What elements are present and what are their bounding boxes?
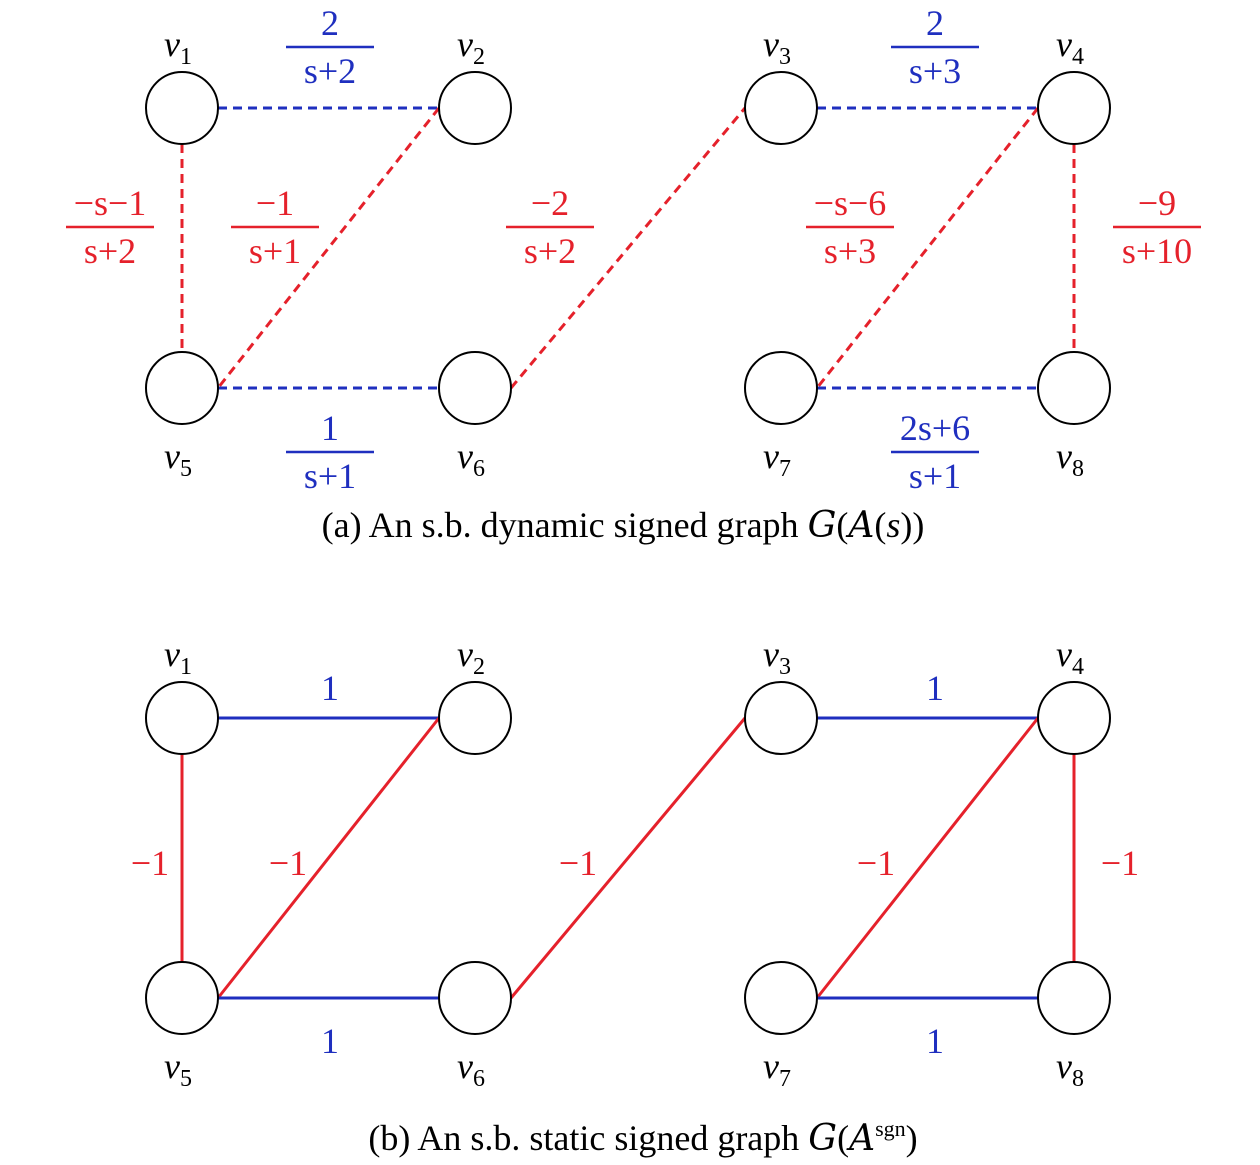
vertex-label-v4: v4 <box>1056 634 1084 680</box>
edge-weight-denominator: s+2 <box>304 51 356 91</box>
edge-weight-numerator: −1 <box>256 183 294 223</box>
vertex-label-v1: v1 <box>164 634 192 680</box>
edge-label-v6-v3: −2s+2 <box>506 183 594 271</box>
edge-weight-numerator: 2s+6 <box>900 408 970 448</box>
node-v1 <box>145 681 219 755</box>
edge-weight: 1 <box>926 668 944 708</box>
edge-weight: 1 <box>321 668 339 708</box>
node-v8 <box>1037 961 1111 1035</box>
edge-label-v7-v8: 1 <box>926 1021 944 1061</box>
edge-label-v1-v2: 1 <box>321 668 339 708</box>
edge-weight-numerator: 2 <box>321 3 339 43</box>
node-v7 <box>744 961 818 1035</box>
edge-weight-denominator: s+1 <box>249 231 301 271</box>
edge-v6-v3 <box>509 107 747 389</box>
vertex-label-v1: v1 <box>164 24 192 70</box>
edge-weight: −1 <box>1101 843 1139 883</box>
edge-label-v6-v3: −1 <box>559 843 597 883</box>
edge-weight: −1 <box>857 843 895 883</box>
edge-v4-v7 <box>815 717 1040 999</box>
edge-weight-denominator: s+3 <box>909 51 961 91</box>
edge-weight: −1 <box>131 843 169 883</box>
panel-b-static-graph: 1 −1 −1 1 −1 1 −1 −1 1 v1 v2 v3 v4 v5 v6 v7 v8 <box>131 634 1139 1092</box>
edge-weight-numerator: −2 <box>531 183 569 223</box>
edge-v2-v5 <box>216 717 441 999</box>
edge-label-v4-v7: −s−6 s+3 <box>806 183 894 271</box>
edge-label-v1-v2: 2s+2 <box>286 3 374 91</box>
vertex-label-v2: v2 <box>457 24 485 70</box>
vertex-label-v3: v3 <box>763 24 791 70</box>
edge-weight-numerator: 2 <box>926 3 944 43</box>
node-v1 <box>145 71 219 145</box>
node-v8 <box>1037 351 1111 425</box>
edge-weight-denominator: s+1 <box>304 456 356 496</box>
vertex-label-v7: v7 <box>763 1046 791 1092</box>
edge-label-v2-v5: −1s+1 <box>231 183 319 271</box>
edge-label-v5-v6: 1s+1 <box>286 408 374 496</box>
edge-weight-denominator: s+10 <box>1122 231 1192 271</box>
edge-label-v5-v6: 1 <box>321 1021 339 1061</box>
vertex-label-v5: v5 <box>164 1046 192 1092</box>
vertex-label-v2: v2 <box>457 634 485 680</box>
edge-label-v7-v8: 2s+6 s+1 <box>891 408 979 496</box>
edge-weight-numerator: −9 <box>1138 183 1176 223</box>
edge-weight-denominator: s+2 <box>524 231 576 271</box>
edge-weight-denominator: s+3 <box>824 231 876 271</box>
node-v6 <box>438 351 512 425</box>
edge-v6-v3 <box>509 717 747 999</box>
node-v5 <box>145 351 219 425</box>
edge-label-v1-v5: −1 <box>131 843 169 883</box>
edge-weight: 1 <box>926 1021 944 1061</box>
edge-label-v4-v8: −1 <box>1101 843 1139 883</box>
edge-label-v1-v5: −s−1 s+2 <box>66 183 154 271</box>
caption-b: (b) An s.b. static signed graph G(Asgn) <box>368 1116 917 1159</box>
node-v4 <box>1037 71 1111 145</box>
node-v7 <box>744 351 818 425</box>
edge-weight: 1 <box>321 1021 339 1061</box>
vertex-label-v8: v8 <box>1056 1046 1084 1092</box>
node-v4 <box>1037 681 1111 755</box>
edge-weight: −1 <box>559 843 597 883</box>
edge-weight-denominator: s+2 <box>84 231 136 271</box>
edge-label-v3-v4: 2s+3 <box>891 3 979 91</box>
edge-label-v4-v7: −1 <box>857 843 895 883</box>
edge-weight-numerator: 1 <box>321 408 339 448</box>
vertex-label-v6: v6 <box>457 436 485 482</box>
node-v6 <box>438 961 512 1035</box>
panel-a-dynamic-graph: 2s+2−s−1s+2−1s+11s+1−2s+22s+3−s−6s+3−9s+… <box>66 3 1201 496</box>
vertex-label-v4: v4 <box>1056 24 1084 70</box>
node-v5 <box>145 961 219 1035</box>
vertex-label-v8: v8 <box>1056 436 1084 482</box>
node-v2 <box>438 71 512 145</box>
edge-weight-numerator: −s−6 <box>814 183 887 223</box>
vertex-label-v6: v6 <box>457 1046 485 1092</box>
edge-label-v4-v8: −9 s+10 <box>1113 183 1201 271</box>
vertex-label-v5: v5 <box>164 436 192 482</box>
edge-weight-denominator: s+1 <box>909 456 961 496</box>
vertex-label-v7: v7 <box>763 436 791 482</box>
edge-weight: −1 <box>269 843 307 883</box>
edge-label-v2-v5: −1 <box>269 843 307 883</box>
edge-weight-numerator: −s−1 <box>74 183 147 223</box>
node-v2 <box>438 681 512 755</box>
node-v3 <box>744 71 818 145</box>
edge-label-v3-v4: 1 <box>926 668 944 708</box>
node-v3 <box>744 681 818 755</box>
caption-a: (a) An s.b. dynamic signed graph G(A(s)) <box>322 505 925 546</box>
vertex-label-v3: v3 <box>763 634 791 680</box>
